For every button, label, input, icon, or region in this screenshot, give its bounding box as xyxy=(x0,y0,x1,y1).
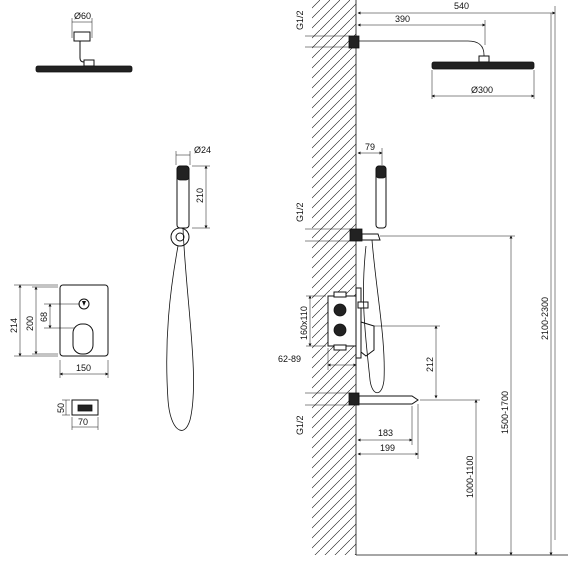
cover-plate xyxy=(59,284,109,357)
wall-hatching xyxy=(312,0,356,555)
dim-183-label: 183 xyxy=(378,428,393,438)
dim-212-label: 212 xyxy=(425,357,435,372)
dim-62-89-label: 62-89 xyxy=(278,354,301,364)
dim-210-label: 210 xyxy=(195,188,205,203)
rain-shower-head-side xyxy=(35,65,133,73)
mixer-handle xyxy=(72,323,94,355)
dim-68-label: 68 xyxy=(39,312,49,322)
head-arm-side-view: 540 390 Ø300 G1/2 xyxy=(295,1,556,540)
dim-o300-label: Ø300 xyxy=(471,85,493,95)
dim-150-label: 150 xyxy=(76,363,91,373)
hand-shower-detail: Ø24 210 xyxy=(166,145,211,431)
wall xyxy=(312,0,568,556)
concealed-box xyxy=(327,295,357,347)
dim-1500-1700-label: 1500-1700 xyxy=(500,391,510,434)
g12-holder-label: G1/2 xyxy=(295,202,305,222)
spout-opening xyxy=(77,404,93,412)
wall-flange xyxy=(73,31,91,42)
hand-shower-spray-face xyxy=(176,165,190,181)
dim-70-label: 70 xyxy=(78,417,88,427)
mixer-plate-front: 150 214 200 68 xyxy=(9,284,109,378)
dim-200-label: 200 xyxy=(25,316,35,331)
dim-160x110-label: 160x110 xyxy=(299,306,309,340)
diverter-side xyxy=(357,301,369,309)
spout-wall-connector xyxy=(348,392,360,406)
dim-o24-label: Ø24 xyxy=(194,145,211,155)
cover-plate-side xyxy=(355,287,362,359)
dim-o60-label: Ø60 xyxy=(74,11,91,21)
holder-wall-outlet xyxy=(349,228,363,242)
arm-wall-connector xyxy=(348,35,360,49)
dim-199-label: 199 xyxy=(380,443,395,453)
dim-540-label: 540 xyxy=(454,1,469,11)
dim-390-label: 390 xyxy=(395,14,410,24)
head-swivel xyxy=(478,55,490,63)
side-assembly: 79 G1/2 1500-1700 2100-2300 160x110 62-8… xyxy=(278,13,553,556)
valve-lower xyxy=(333,323,347,337)
hose-side xyxy=(363,239,385,394)
shower-head-detail: Ø60 xyxy=(35,11,133,73)
bath-spout-side xyxy=(358,395,419,405)
shower-arm-tube xyxy=(359,40,485,58)
g12-spout-label: G1/2 xyxy=(295,415,305,435)
g12-top-label: G1/2 xyxy=(295,10,305,30)
spout-front: 50 70 xyxy=(56,399,99,430)
dim-1000-1100-label: 1000-1100 xyxy=(465,456,475,498)
dim-50-label: 50 xyxy=(56,403,66,413)
mixer-handle-side xyxy=(360,321,375,357)
shower-arm xyxy=(79,41,90,63)
holder-bracket xyxy=(361,233,381,241)
dim-2100-2300-label: 2100-2300 xyxy=(540,297,550,340)
dim-79-label: 79 xyxy=(365,142,375,152)
shower-hose xyxy=(166,227,194,431)
dim-214-label: 214 xyxy=(9,318,19,333)
head-connector xyxy=(83,59,95,67)
rain-head-side-view xyxy=(431,61,535,70)
valve-upper xyxy=(333,303,347,317)
